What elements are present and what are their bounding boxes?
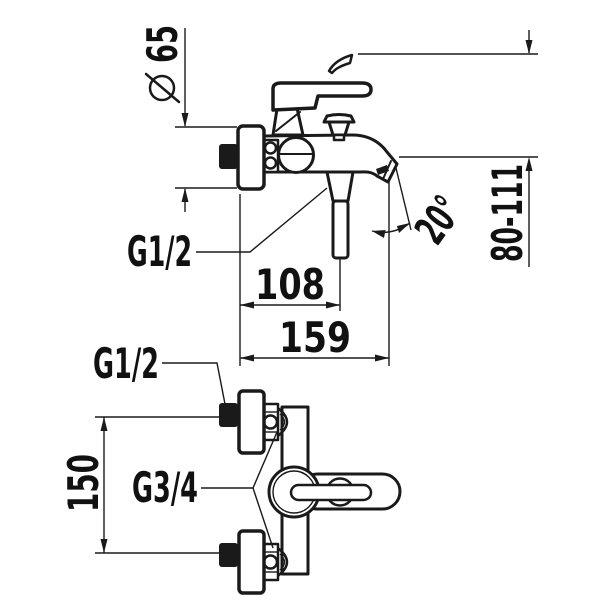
mounting-nut-bottom: [219, 543, 238, 567]
label-text-g12-top: G1/2: [127, 227, 192, 276]
wall-escutcheon-bottom: [237, 529, 266, 595]
mounting-nut-top: [219, 403, 238, 427]
dim-text-108: 108: [255, 260, 325, 309]
diverter-knob-collar: [332, 133, 346, 142]
dimension-159: 159: [240, 313, 389, 362]
lever-handle: [271, 81, 373, 112]
shower-outlet-tube: [331, 199, 350, 260]
dimension-150: 150: [59, 416, 219, 554]
inlet-connection-bottom: [219, 529, 289, 595]
dimension-80-111: 80-111: [358, 30, 538, 267]
dimension-diameter-65: 65: [138, 25, 237, 212]
dimension-108: 108: [240, 260, 340, 309]
label-union-thread: G3/4: [132, 431, 278, 549]
wall-escutcheon-side: [236, 124, 266, 191]
dim-text-80-111: 80-111: [483, 164, 532, 262]
union-ridge-lower: [263, 156, 278, 170]
diameter-symbol-icon: [144, 72, 181, 104]
shower-outlet-taper: [325, 170, 355, 203]
label-shower-thread: G1/2: [127, 187, 328, 276]
label-text-g12-bottom: G1/2: [93, 339, 159, 388]
dim-text-150: 150: [59, 454, 108, 512]
bottom-view: G1/2 G3/4 150: [59, 339, 402, 595]
diverter-knob-top: [322, 113, 356, 124]
label-inlet-thread: G1/2: [93, 339, 226, 405]
lever-tip-raised: [327, 53, 354, 75]
dim-text-65: 65: [138, 25, 187, 63]
cartridge-cone-line: [275, 111, 301, 132]
inlet-connection-top: [219, 389, 289, 455]
lever-bottom-view: [289, 483, 373, 502]
side-view: 65 G1/2 108 159: [127, 25, 538, 366]
diverter-knob-stem: [327, 120, 351, 137]
union-ridge-upper: [263, 141, 278, 155]
label-text-g34: G3/4: [132, 463, 198, 512]
aerator-icon: [376, 165, 389, 175]
wall-escutcheon-top: [237, 389, 266, 455]
dim-text-159: 159: [279, 313, 351, 362]
dim-text-20deg: 20°: [405, 187, 472, 253]
mounting-nut-side: [219, 144, 238, 169]
